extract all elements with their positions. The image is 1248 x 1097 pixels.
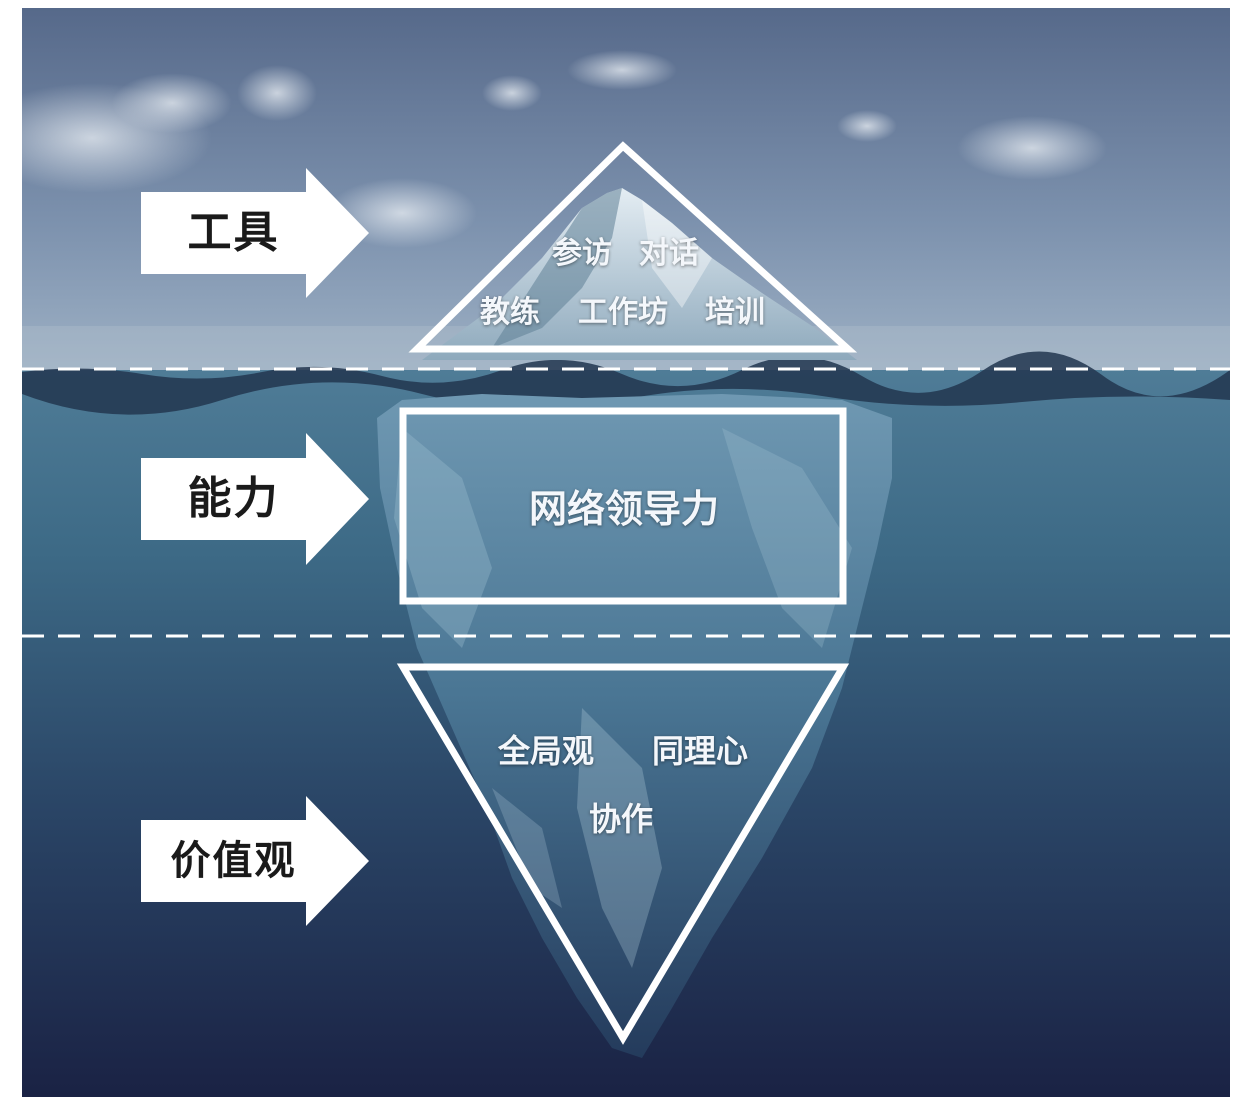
right-arrow-icon [141,796,369,926]
clouds [22,50,1107,248]
ability-rectangle-outline [399,407,847,605]
iceberg-scene [22,8,1230,1097]
values-item: 同理心 [652,732,749,770]
tools-arrow-label: 工具 [187,207,280,258]
tools-item: 工作坊 [578,295,668,330]
ability-arrow-label: 能力 [187,473,280,524]
tools-item: 培训 [705,295,765,330]
ability-item: 网络领导力 [529,486,720,531]
values-arrow: 价值观 [141,796,381,926]
waterline [22,351,1230,415]
values-item: 全局观 [498,732,595,770]
tools-arrow: 工具 [141,168,381,298]
tools-item: 参访 [552,236,612,271]
right-arrow-icon [141,433,369,565]
right-arrow-icon [141,168,369,298]
tools-item: 对话 [639,236,699,271]
values-item: 协作 [589,800,654,838]
tools-triangle-outline [408,141,858,353]
iceberg-diagram: 工具 能力 价值观 参访 对话 教练 工作坊 培训 网络领导力 全局观 同理心 … [22,8,1230,1097]
values-inverted-triangle-outline [396,663,850,1045]
ability-arrow: 能力 [141,433,381,565]
iceberg-body [377,394,892,1058]
values-arrow-label: 价值观 [170,837,297,884]
tools-item: 教练 [480,295,540,330]
